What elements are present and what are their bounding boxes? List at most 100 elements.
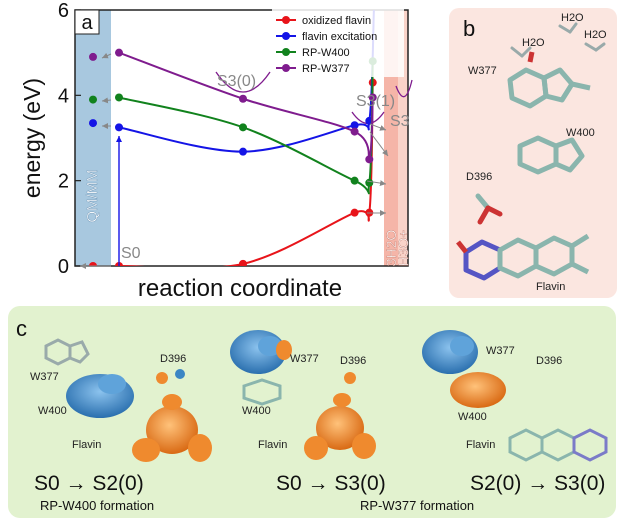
- legend-marker: [282, 48, 290, 56]
- flavin-label-c2: Flavin: [258, 439, 287, 451]
- y-axis-label: energy (eV): [19, 78, 45, 198]
- orbital-blue-c2: [230, 330, 286, 374]
- transition-c1: S0 → S2(0): [34, 472, 144, 495]
- series-point-2: [365, 178, 374, 187]
- orbital-orange-c2a: [276, 340, 292, 360]
- w377-molecule: [507, 51, 591, 109]
- arrow-right-blue: [369, 123, 387, 131]
- series-point-0: [239, 259, 247, 266]
- s3-0-label: S3(0): [217, 73, 256, 90]
- legend-marker: [282, 16, 290, 24]
- series-point-3: [239, 94, 247, 103]
- series-point-2: [350, 176, 359, 185]
- legend-marker: [282, 32, 290, 40]
- series-line-0: [118, 82, 374, 266]
- right-band-2: [398, 10, 408, 266]
- flavin-label-c3: Flavin: [466, 439, 495, 451]
- s3-1-label: S3(1): [356, 93, 395, 110]
- series-point-1: [115, 123, 123, 132]
- series-point-2: [89, 95, 97, 104]
- s3-0-arc: [215, 71, 271, 93]
- d396-molecule: [475, 193, 503, 225]
- orbital-orange-c3: [450, 372, 506, 408]
- legend-label: RP-W377: [302, 63, 350, 75]
- flavin-label-c1: Flavin: [72, 439, 101, 451]
- subpanel-1: W377 D396 W400 Flavin S0 → S2(0) RP-W400…: [30, 338, 212, 513]
- orbital-orange-c1: [132, 369, 212, 462]
- series-point-1: [239, 147, 247, 156]
- series-point-0: [89, 262, 97, 266]
- w377-label-c2: W377: [290, 353, 319, 365]
- w377-molecule-c1: [44, 338, 90, 366]
- w400-label-c1: W400: [38, 405, 67, 417]
- series-point-2: [115, 93, 123, 102]
- transition-c3: S2(0) → S3(0): [470, 472, 605, 495]
- arrow-qmmm-purple: [101, 52, 112, 59]
- three-h2o-label: 3H2O: [383, 230, 399, 267]
- w400-label-c3: W400: [458, 411, 487, 423]
- d396-label-c2: D396: [340, 355, 366, 367]
- legend-label: flavin excitation: [302, 31, 377, 43]
- d396-label-c3: D396: [536, 355, 562, 367]
- w377-label-c1: W377: [30, 371, 59, 383]
- h3o-plus-label: H3O+: [395, 230, 411, 267]
- legend-label: RP-W400: [302, 47, 350, 59]
- arrow-right-green: [366, 180, 387, 187]
- caption-shared: RP-W377 formation: [360, 498, 474, 513]
- series-point-3: [89, 52, 97, 61]
- subpanel-3: W377 D396 W400 Flavin S2(0) → S3(0): [422, 330, 608, 495]
- panel-b-label: b: [463, 16, 475, 41]
- orbital-blue-c3: [422, 330, 478, 374]
- y-tick-label: 0: [58, 256, 69, 278]
- water-molecules: [510, 22, 606, 58]
- series-point-3: [365, 155, 374, 164]
- water-label-2: H2O: [522, 37, 545, 49]
- y-tick-label: 4: [58, 85, 69, 107]
- w400-label-c2: W400: [242, 405, 271, 417]
- panel-a-label-box: [74, 9, 100, 35]
- w400-label-b: W400: [566, 127, 595, 139]
- w377-label-b: W377: [468, 65, 497, 77]
- y-tick-label: 6: [58, 0, 69, 22]
- series-point-0: [350, 208, 359, 217]
- series-point-3: [115, 48, 123, 57]
- series-point-3: [368, 93, 377, 102]
- water-label-3: H2O: [584, 29, 607, 41]
- water-label-1: H2O: [561, 12, 584, 24]
- panel-a-label: a: [81, 12, 93, 34]
- series-line-3: [118, 51, 374, 162]
- panel-c-label: c: [16, 316, 27, 341]
- flavin-molecule: [456, 233, 590, 281]
- panel-c: c W377 D396 W400 Flavin: [8, 306, 616, 518]
- subpanel-2: W377 D396 W400 Flavin S0 → S3(0): [230, 330, 386, 495]
- orbital-blue-c1: [66, 374, 134, 418]
- arrow-right-purple: [369, 131, 389, 157]
- x-axis-label: reaction coordinate: [138, 275, 342, 302]
- legend-marker: [282, 64, 290, 72]
- s0-label: S0: [121, 245, 141, 262]
- panel-a: 0 2 4 6 a energy (eV) reaction coordinate Q…: [19, 0, 413, 302]
- series-point-1: [89, 119, 97, 128]
- arrow-qmmm-green: [101, 97, 112, 104]
- series-point-1: [350, 121, 359, 130]
- series-point-3: [350, 127, 359, 136]
- d396-label-c1: D396: [160, 353, 186, 365]
- flavin-molecule-c3: [508, 428, 608, 462]
- w400-molecule-c2: [242, 378, 282, 406]
- panel-b: b H2O H2O H2O W377 W400 D396: [449, 8, 617, 298]
- d396-label-b: D396: [466, 171, 492, 183]
- s3-label: S3: [390, 113, 410, 130]
- y-tick-label: 2: [58, 171, 69, 193]
- w400-molecule: [517, 135, 585, 175]
- w377-label-c3: W377: [486, 345, 515, 357]
- qmmm-label: QM/MM: [84, 169, 101, 222]
- legend: oxidized flavin flavin excitationRP-W400R…: [272, 9, 404, 77]
- caption-c1: RP-W400 formation: [40, 498, 154, 513]
- legend-label: oxidized flavin: [302, 15, 371, 27]
- orbital-orange-c2: [304, 372, 376, 460]
- qmmm-band: [75, 10, 111, 266]
- series-layer: [89, 10, 377, 266]
- flavin-label-b: Flavin: [536, 281, 565, 293]
- s3-arc: [395, 79, 413, 98]
